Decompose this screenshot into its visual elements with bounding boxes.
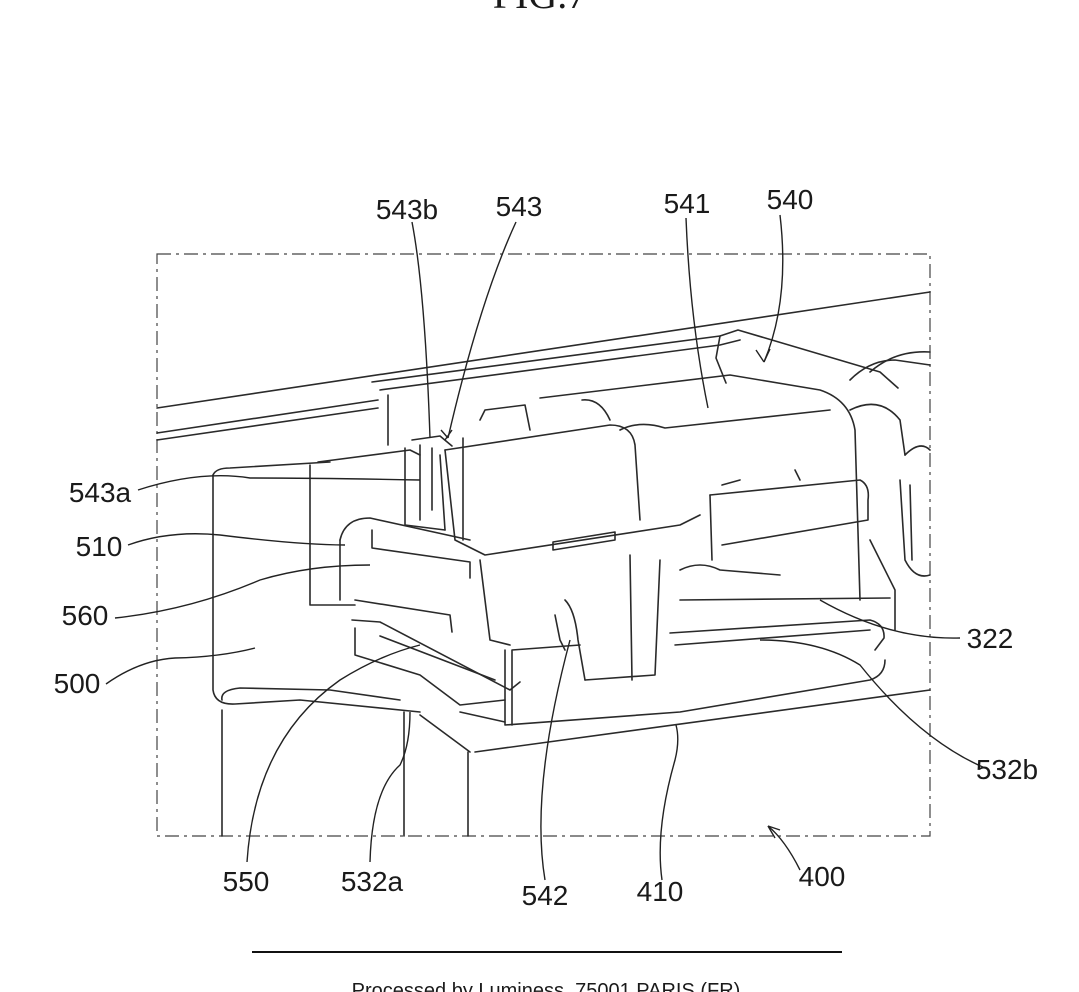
label-560: 560 — [62, 600, 109, 631]
label-540: 540 — [767, 184, 814, 215]
label-400: 400 — [799, 861, 846, 892]
detail-boundary — [157, 254, 930, 836]
footer-imprint: Processed by Luminess, 75001 PARIS (FR) — [352, 980, 741, 992]
label-543b: 543b — [376, 194, 438, 225]
label-541: 541 — [664, 188, 711, 219]
right-side-drawing — [850, 352, 930, 576]
label-322: 322 — [967, 623, 1014, 654]
label-543: 543 — [496, 191, 543, 222]
label-500: 500 — [54, 668, 101, 699]
label-542: 542 — [522, 880, 569, 911]
label-550: 550 — [223, 866, 270, 897]
lock-542-drawing — [480, 555, 660, 680]
figure-title: FIG.7 — [493, 0, 587, 17]
label-510: 510 — [76, 531, 123, 562]
rail-532b-drawing — [670, 470, 895, 650]
label-532b: 532b — [976, 754, 1038, 785]
leader-lines — [106, 215, 985, 880]
label-543a: 543a — [69, 477, 132, 508]
label-532a: 532a — [341, 866, 404, 897]
reference-labels: 543b 543 541 540 543a 510 560 500 322 53… — [54, 184, 1039, 911]
label-410: 410 — [637, 876, 684, 907]
housing-400-drawing — [157, 292, 930, 836]
